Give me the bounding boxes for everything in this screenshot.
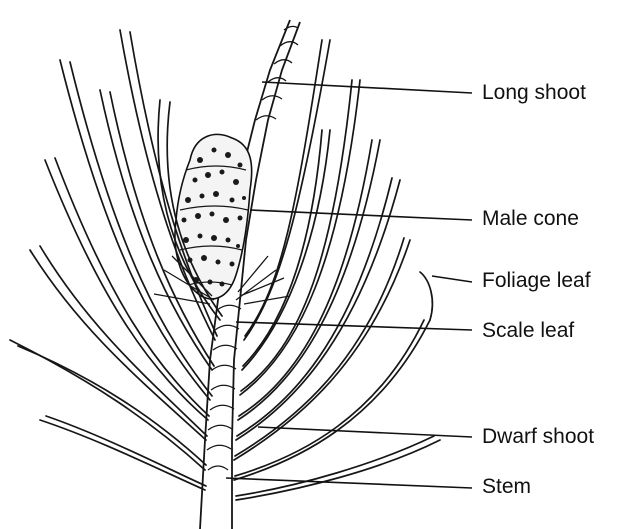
foliage-leaves-left	[10, 30, 222, 490]
label-stem: Stem	[482, 476, 531, 497]
leader-stem	[226, 478, 472, 488]
label-male-cone: Male cone	[482, 208, 579, 229]
label-foliage-leaf: Foliage leaf	[482, 270, 591, 291]
male-cone-drawing	[175, 134, 252, 298]
label-long-shoot: Long shoot	[482, 82, 586, 103]
label-dwarf-shoot: Dwarf shoot	[482, 426, 594, 447]
leader-foliage-leaf	[432, 276, 472, 282]
leader-long-shoot	[262, 82, 472, 93]
leader-dwarf-shoot	[258, 427, 472, 437]
label-scale-leaf: Scale leaf	[482, 320, 574, 341]
leader-male-cone	[250, 210, 472, 220]
